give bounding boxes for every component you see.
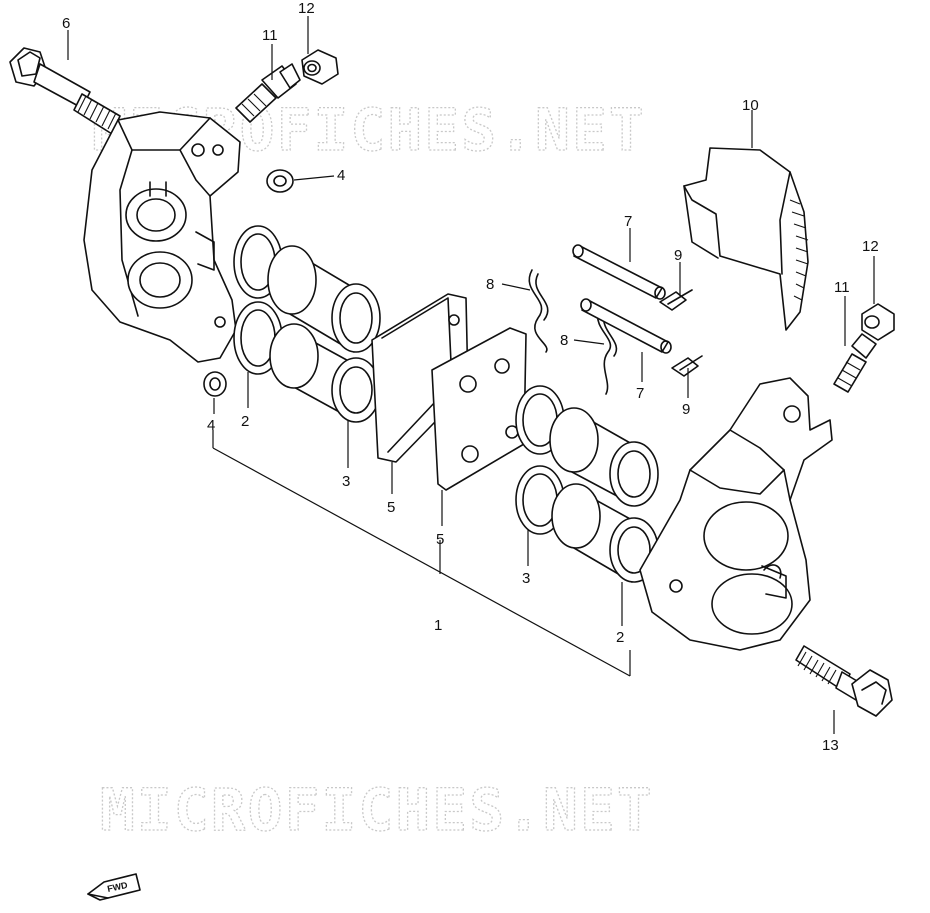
callout-9: 9 — [674, 247, 682, 264]
pad-shim-10 — [683, 147, 809, 331]
callout-9: 9 — [682, 401, 690, 418]
bleeder-cap-12-top — [301, 49, 339, 85]
callout-3: 3 — [522, 570, 530, 587]
pistons-left — [267, 245, 381, 423]
callout-11: 11 — [262, 27, 278, 44]
leader-lines — [67, 16, 875, 734]
pad-pin-7-lower — [580, 298, 672, 354]
callout-6: 6 — [62, 15, 70, 32]
callout-7: 7 — [636, 385, 644, 402]
callout-1: 1 — [434, 617, 442, 634]
fwd-label: FWD — [106, 880, 129, 894]
watermark-bottom: MICROFICHES.NET — [100, 776, 654, 844]
callout-8: 8 — [560, 332, 568, 349]
pin-clip-9-lower — [671, 355, 703, 377]
pistons-right — [549, 407, 659, 583]
bolt-13 — [795, 645, 893, 717]
callout-8: 8 — [486, 276, 494, 293]
bleeder-valve-11-right — [833, 333, 877, 393]
brake-pad-5-outer — [371, 293, 469, 463]
fwd-indicator: FWD — [87, 873, 141, 901]
callout-3: 3 — [342, 473, 350, 490]
pin-clip-9-upper — [659, 289, 693, 311]
callout-11: 11 — [834, 279, 850, 296]
bleeder-valve-11-top — [235, 63, 301, 123]
assembly-bracket-1 — [212, 430, 631, 677]
callout-2: 2 — [616, 629, 624, 646]
callout-2: 2 — [241, 413, 249, 430]
o-ring-4-top — [266, 169, 294, 193]
callout-10: 10 — [742, 97, 759, 114]
o-ring-4-left — [203, 371, 227, 397]
callout-13: 13 — [822, 737, 839, 754]
callout-4: 4 — [207, 417, 215, 434]
pad-spring-8-upper — [528, 269, 549, 353]
callout-labels: 6 11 12 4 10 7 9 8 12 11 8 7 9 4 2 3 5 5… — [62, 0, 879, 754]
callout-7: 7 — [624, 213, 632, 230]
callout-12: 12 — [298, 0, 315, 17]
callout-12: 12 — [862, 238, 879, 255]
callout-4: 4 — [337, 167, 345, 184]
caliper-body-left — [83, 111, 241, 363]
callout-5: 5 — [387, 499, 395, 516]
bleeder-cap-12-right — [861, 303, 895, 341]
bolt-6 — [9, 47, 121, 135]
pad-pin-7-upper — [572, 244, 666, 300]
caliper-body-right — [639, 377, 833, 651]
callout-5: 5 — [436, 531, 444, 548]
